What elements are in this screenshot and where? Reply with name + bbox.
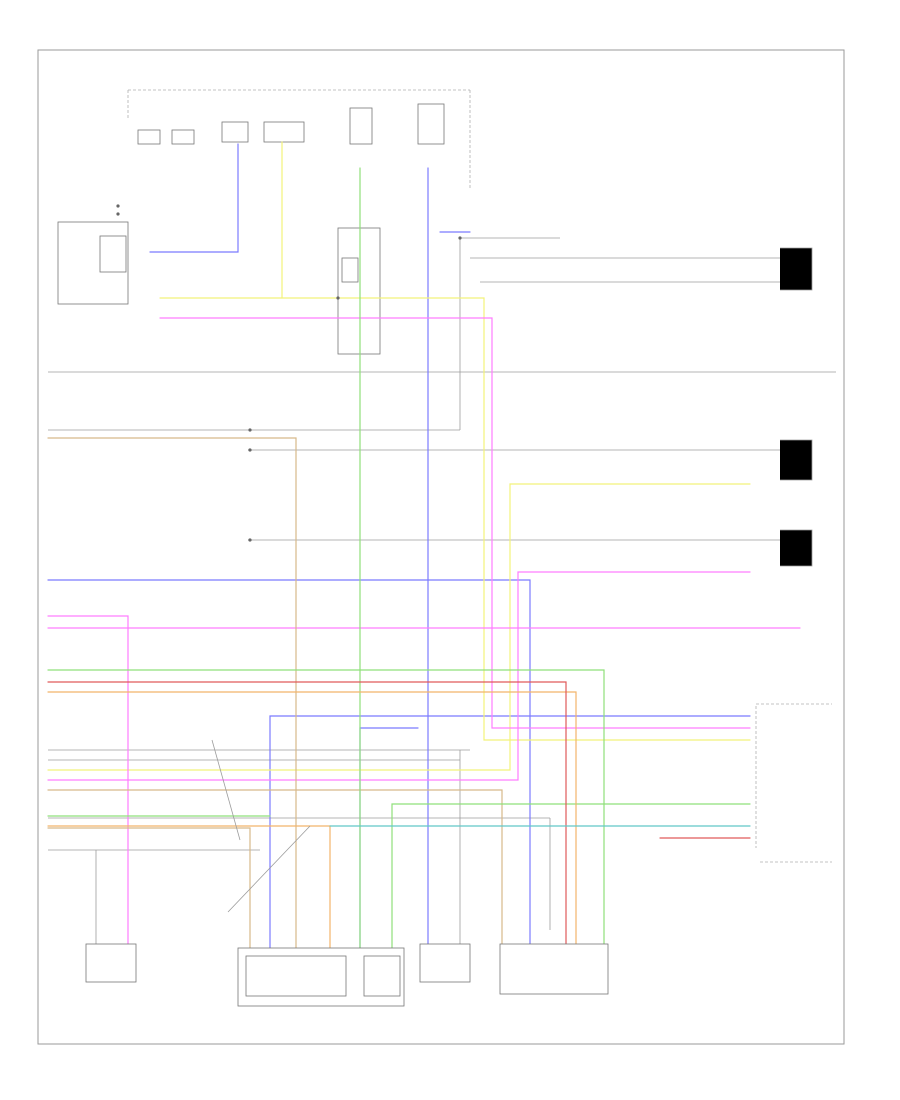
- wire-blue-3: [47, 579, 531, 961]
- wire-blue-4: [269, 715, 751, 961]
- blue-wires: [47, 143, 751, 961]
- tan-wires: [47, 437, 503, 961]
- wire-tan-2: [47, 789, 503, 961]
- yellow-wires: [47, 141, 751, 771]
- bottom-component-2-right: [363, 955, 401, 997]
- green-wires: [47, 167, 751, 961]
- gray-bus-lines: [48, 237, 836, 960]
- diagram-frame: [37, 49, 845, 1045]
- connector-dots: [116, 204, 462, 542]
- wire-blue-5: [359, 727, 419, 961]
- wire-green-1: [47, 669, 605, 961]
- bottom-component-3: [419, 943, 471, 983]
- wire-orange-2: [47, 825, 331, 961]
- bottom-component-4: [499, 943, 609, 995]
- wire-green-2: [391, 803, 751, 961]
- wire-pink-1: [159, 317, 751, 729]
- wire-red-1: [47, 681, 567, 961]
- fuse-box-outline: [127, 89, 471, 190]
- fuse-group: [137, 103, 445, 145]
- wire-orange-1: [47, 691, 577, 961]
- wire-tan-1: [47, 437, 297, 961]
- wire-blue-1: [149, 143, 239, 253]
- wire-tan-3: [47, 827, 251, 961]
- bottom-component-2-left: [245, 955, 347, 997]
- wire-yellow-2: [47, 483, 751, 771]
- wire-yellow-1: [159, 297, 751, 741]
- wire-pink-4: [47, 615, 129, 961]
- bottom-component-1: [85, 943, 137, 983]
- sensor-relay: [99, 235, 127, 273]
- relay-inner: [341, 257, 359, 283]
- red-wires: [47, 681, 751, 961]
- wire-pink-2: [47, 571, 751, 781]
- leader-lines: [211, 739, 311, 913]
- relay-block-middle: [337, 227, 381, 355]
- right-side-brackets: [755, 247, 832, 863]
- pink-wires: [47, 317, 801, 961]
